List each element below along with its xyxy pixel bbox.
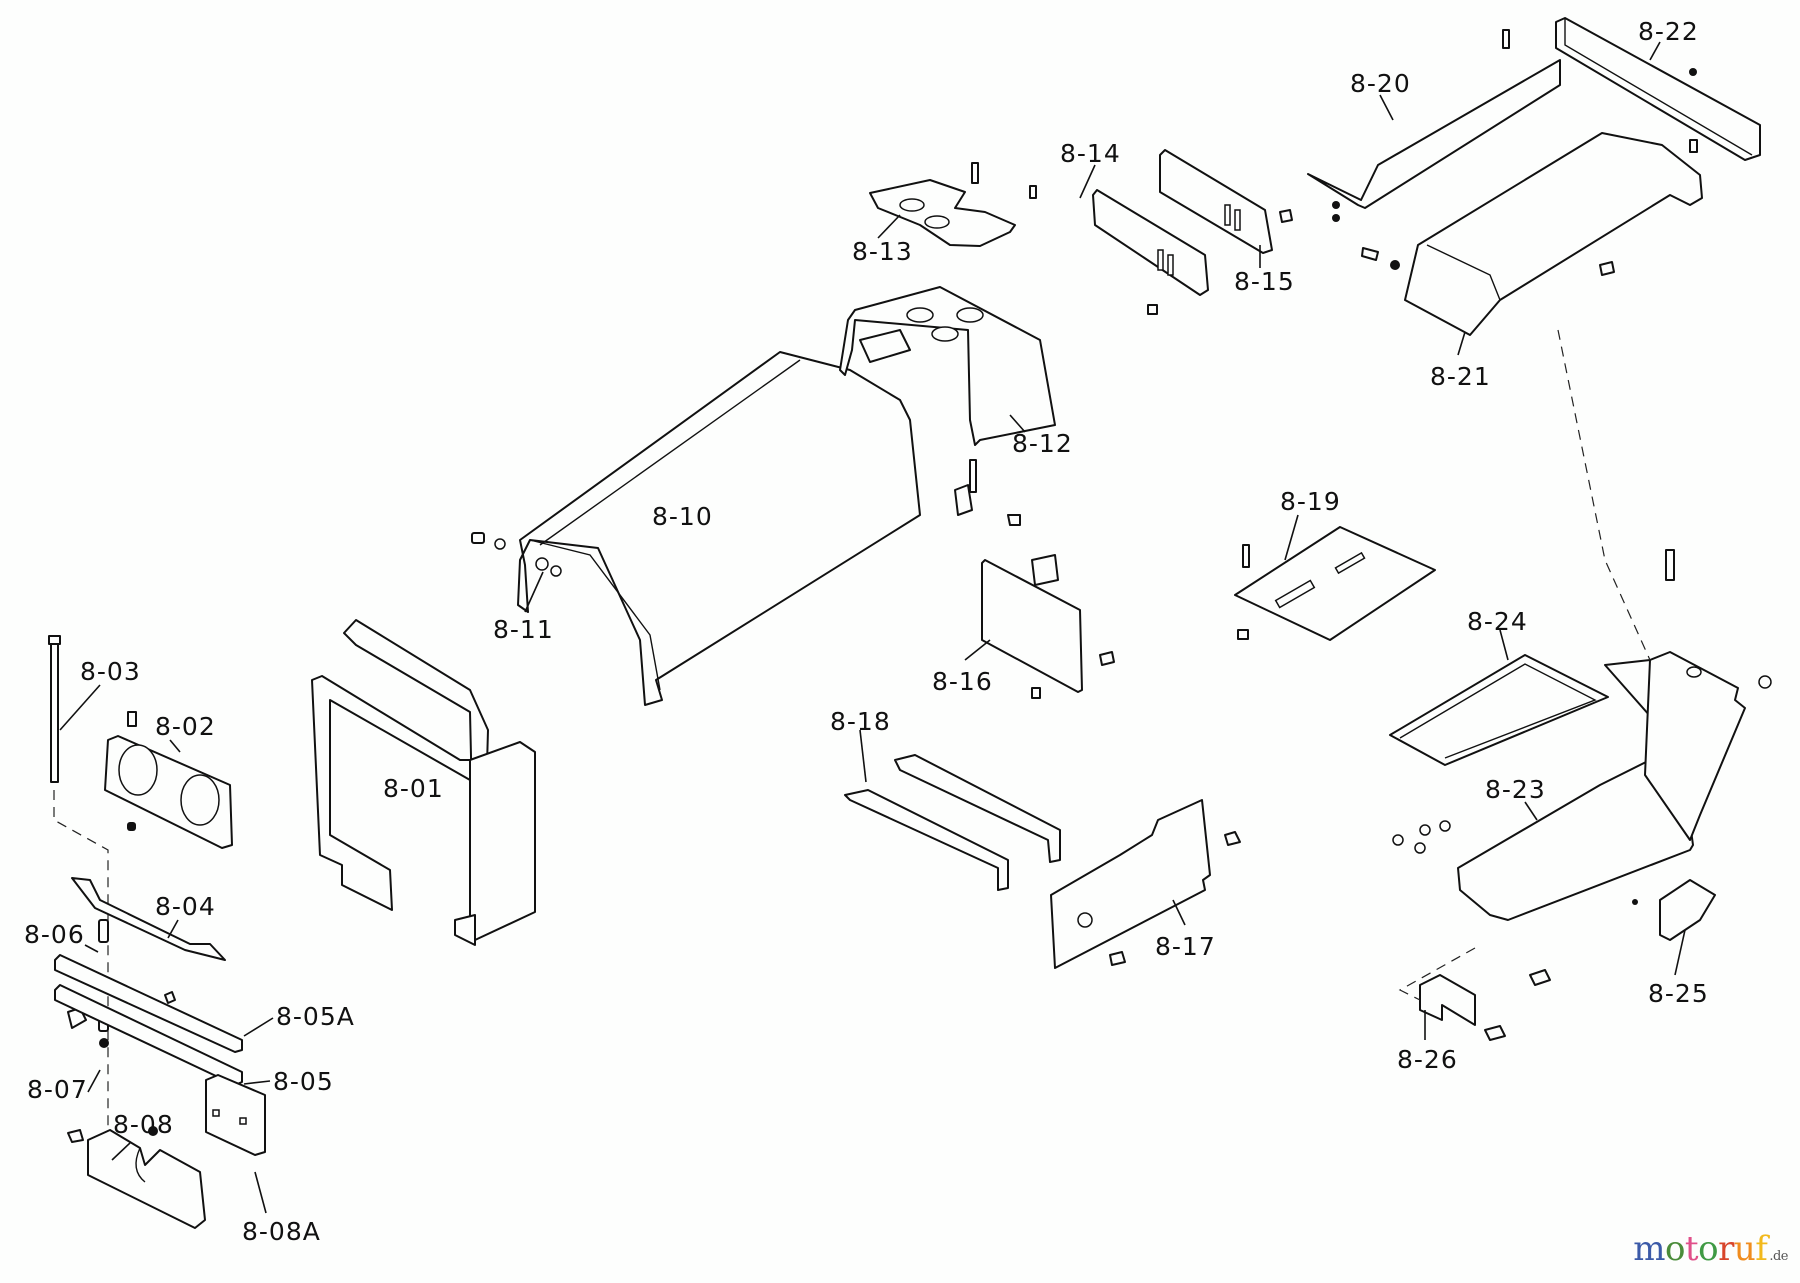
logo-letter: m <box>1633 1229 1665 1269</box>
part-label: 8-05A <box>276 1002 355 1031</box>
part-8-08-bracket <box>67 1126 206 1229</box>
part-label: 8-08 <box>113 1110 174 1139</box>
logo-letter: t <box>1684 1229 1699 1269</box>
part-label: 8-22 <box>1638 17 1699 46</box>
part-label: 8-04 <box>155 892 216 921</box>
part-label: 8-19 <box>1280 487 1341 516</box>
part-label: 8-10 <box>652 502 713 531</box>
part-8-13-plate <box>869 162 1037 247</box>
part-8-04-bar <box>71 877 226 961</box>
logo-letter: o <box>1698 1229 1719 1269</box>
callout-8-13: 8-13 <box>852 214 913 266</box>
part-label: 8-06 <box>24 920 85 949</box>
motoruf-watermark-logo: motoruf.de <box>1633 1229 1788 1269</box>
part-8-06-spacer <box>98 919 109 943</box>
callout-8-21: 8-21 <box>1430 331 1491 391</box>
part-8-12-dash-cover <box>839 286 1056 446</box>
logo-letter: f <box>1755 1229 1768 1269</box>
callout-8-26: 8-26 <box>1397 1010 1458 1074</box>
callout-8-16: 8-16 <box>932 639 993 696</box>
part-8-24-floor-mat <box>1389 654 1609 766</box>
part-8-05-channel <box>54 984 243 1086</box>
part-label: 8-02 <box>155 712 216 741</box>
part-label: 8-08A <box>242 1217 321 1246</box>
callout-8-17: 8-17 <box>1155 899 1216 961</box>
part-8-18-rails <box>844 754 1061 891</box>
callout-8-20: 8-20 <box>1350 69 1411 121</box>
callout-8-11: 8-11 <box>493 571 554 644</box>
callout-8-22: 8-22 <box>1638 17 1699 61</box>
logo-letter: r <box>1718 1229 1734 1269</box>
part-label: 8-16 <box>932 667 993 696</box>
callout-8-03: 8-03 <box>59 657 141 731</box>
callout-8-05A: 8-05A <box>243 1002 355 1037</box>
part-label: 8-23 <box>1485 775 1546 804</box>
callout-8-01: 8-01 <box>383 774 444 803</box>
callout-8-02: 8-02 <box>155 712 216 753</box>
part-8-25-bracket <box>1632 879 1716 941</box>
callout-8-25: 8-25 <box>1648 929 1709 1008</box>
part-label: 8-14 <box>1060 139 1121 168</box>
logo-tld: .de <box>1769 1249 1788 1264</box>
callout-8-07: 8-07 <box>27 1069 101 1104</box>
callout-8-08A: 8-08A <box>242 1171 321 1246</box>
part-8-02-gauge-panel <box>104 711 233 849</box>
part-label: 8-07 <box>27 1075 88 1104</box>
part-label: 8-24 <box>1467 607 1528 636</box>
logo-letter: o <box>1664 1229 1685 1269</box>
part-8-21-fender <box>1361 132 1703 336</box>
part-8-01-frame <box>311 619 536 946</box>
callout-8-04: 8-04 <box>155 892 216 939</box>
callout-8-19: 8-19 <box>1280 487 1341 561</box>
callout-8-18: 8-18 <box>830 707 891 783</box>
part-8-03-rod <box>48 635 109 1150</box>
part-8-15-plate <box>1159 149 1293 254</box>
callout-8-24: 8-24 <box>1467 607 1528 661</box>
part-8-26-bracket <box>1419 969 1551 1041</box>
callout-8-12: 8-12 <box>1009 414 1073 458</box>
callout-8-10: 8-10 <box>652 502 713 531</box>
part-8-08A-bracket <box>205 1074 266 1156</box>
part-8-19-seat-plate <box>1234 526 1436 641</box>
part-label: 8-05 <box>273 1067 334 1096</box>
callout-8-08: 8-08 <box>111 1110 174 1161</box>
part-hinge <box>954 459 1021 526</box>
part-label: 8-21 <box>1430 362 1491 391</box>
part-8-22-cross-member <box>1555 17 1761 161</box>
part-label: 8-15 <box>1234 267 1295 296</box>
part-label: 8-03 <box>80 657 141 686</box>
callout-8-14: 8-14 <box>1060 139 1121 199</box>
part-label: 8-26 <box>1397 1045 1458 1074</box>
part-label: 8-13 <box>852 237 913 266</box>
part-label: 8-20 <box>1350 69 1411 98</box>
part-label: 8-12 <box>1012 429 1073 458</box>
part-label: 8-18 <box>830 707 891 736</box>
callout-8-05: 8-05 <box>243 1067 334 1096</box>
part-8-14-plate <box>1092 189 1209 315</box>
part-label: 8-25 <box>1648 979 1709 1008</box>
part-8-20-bracket <box>1307 29 1561 222</box>
part-8-23-footrest <box>1392 549 1772 921</box>
logo-letter: u <box>1733 1229 1756 1269</box>
part-8-17-side-plate <box>1050 799 1241 969</box>
callout-8-23: 8-23 <box>1485 775 1546 821</box>
part-8-10-hood <box>471 351 921 706</box>
callout-8-06: 8-06 <box>24 920 99 953</box>
part-label: 8-01 <box>383 774 444 803</box>
part-8-16-plate <box>981 554 1115 699</box>
part-label: 8-11 <box>493 615 554 644</box>
part-label: 8-17 <box>1155 932 1216 961</box>
part-8-05A-channel <box>54 954 243 1053</box>
callout-8-15: 8-15 <box>1234 245 1295 296</box>
